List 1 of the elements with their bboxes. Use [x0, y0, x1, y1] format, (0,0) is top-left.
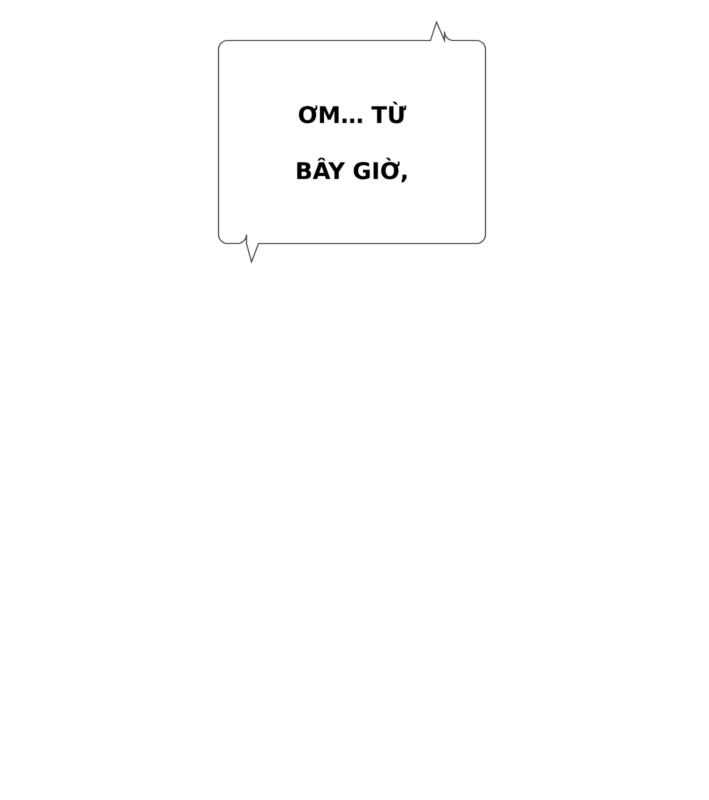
speech-bubble: ƠM… TỪ BÂY GIỜ, — [218, 21, 486, 263]
